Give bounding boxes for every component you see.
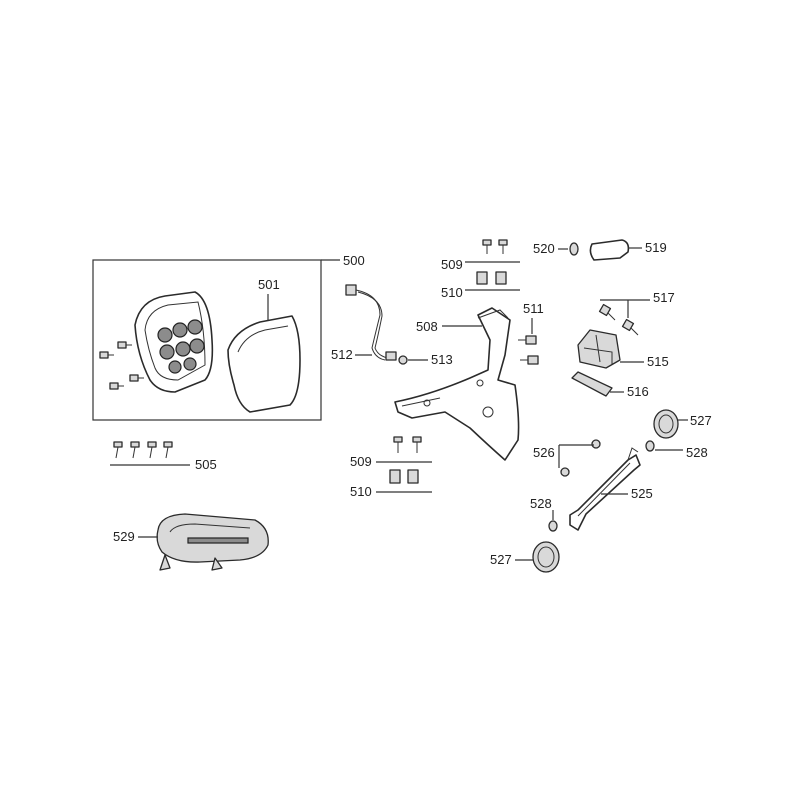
license-light-housing-515[interactable] — [577, 329, 621, 369]
nuts-510-bottom[interactable] — [389, 469, 419, 484]
assembly-screws[interactable] — [99, 341, 144, 390]
label-513: 513 — [431, 352, 453, 367]
label-528-lower: 528 — [530, 496, 552, 511]
license-light-lens-519[interactable] — [589, 239, 630, 261]
nuts-510-top[interactable] — [476, 271, 507, 285]
label-509-bottom: 509 — [350, 454, 372, 469]
reflector-part-529[interactable] — [156, 513, 269, 571]
round-reflector-527-lower[interactable] — [532, 541, 560, 573]
label-526: 526 — [533, 445, 555, 460]
nut-528-upper[interactable] — [645, 440, 655, 452]
screw-set-505[interactable] — [113, 441, 173, 459]
round-reflector-527-upper[interactable] — [653, 409, 679, 439]
label-508: 508 — [416, 319, 438, 334]
label-520: 520 — [533, 241, 555, 256]
label-527-lower: 527 — [490, 552, 512, 567]
assembly-frame — [92, 259, 322, 421]
label-516: 516 — [627, 384, 649, 399]
tail-light-lens-part[interactable] — [227, 315, 301, 413]
label-517: 517 — [653, 290, 675, 305]
nut-513[interactable] — [398, 355, 408, 365]
label-519: 519 — [645, 240, 667, 255]
nut-528-lower[interactable] — [548, 520, 558, 532]
screws-509-bottom[interactable] — [393, 436, 422, 453]
label-509-top: 509 — [441, 257, 463, 272]
washer-520[interactable] — [569, 242, 579, 256]
label-510-bottom: 510 — [350, 484, 372, 499]
license-bracket-508[interactable] — [394, 307, 520, 461]
screws-509-top[interactable] — [482, 239, 508, 254]
nuts-526[interactable] — [560, 439, 601, 477]
label-500: 500 — [343, 253, 365, 268]
label-501: 501 — [258, 277, 280, 292]
wire-harness-512[interactable] — [345, 284, 397, 361]
screws-517[interactable] — [598, 303, 639, 336]
label-529: 529 — [113, 529, 135, 544]
label-528-upper: 528 — [686, 445, 708, 460]
label-511: 511 — [523, 301, 544, 316]
gasket-516[interactable] — [571, 371, 613, 397]
label-505: 505 — [195, 457, 217, 472]
led-cluster — [157, 319, 205, 374]
tail-light-housing-part[interactable] — [134, 291, 214, 393]
label-515: 515 — [647, 354, 669, 369]
tail-light-assembly-group: 500 501 — [92, 253, 365, 421]
label-512: 512 — [331, 347, 353, 362]
label-525: 525 — [631, 486, 653, 501]
reflector-bracket-525[interactable] — [569, 447, 641, 531]
bolts-511[interactable] — [518, 335, 539, 365]
label-510-top: 510 — [441, 285, 463, 300]
label-527-upper: 527 — [690, 413, 712, 428]
